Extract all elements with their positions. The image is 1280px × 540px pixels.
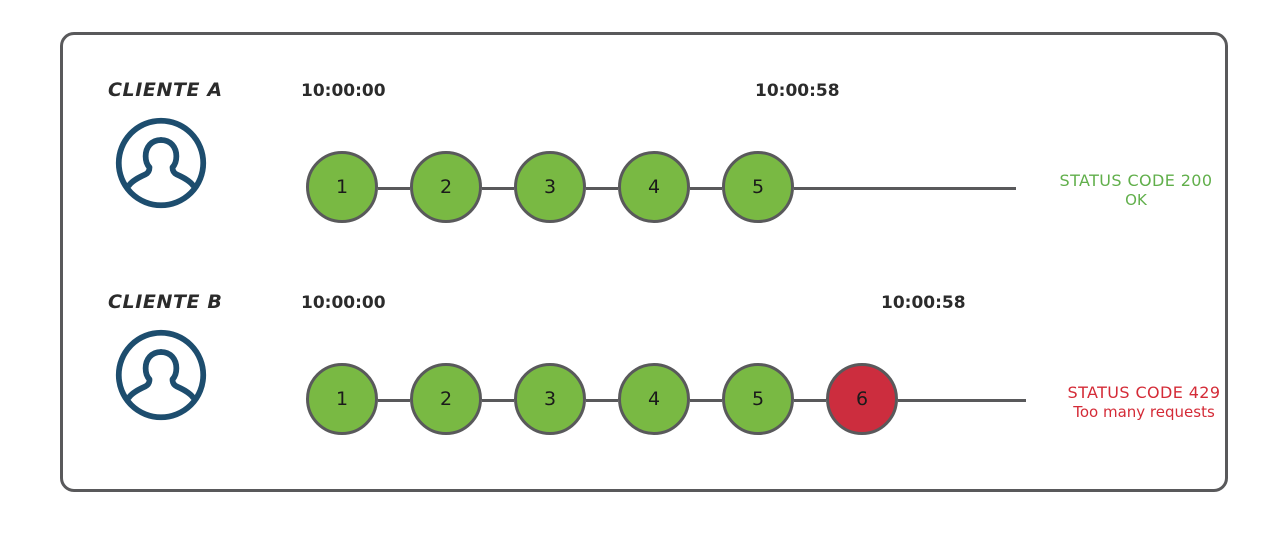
timestamp-start-a: 10:00:00: [301, 81, 386, 101]
request-node-label: 6: [855, 388, 869, 410]
connector-5-6: [794, 399, 826, 402]
request-track-a: 1 2 3 4 5: [63, 143, 1225, 233]
request-track-b: 1 2 3 4 5 6: [63, 355, 1225, 445]
request-node-label: 5: [751, 176, 765, 198]
diagram-frame: CLIENTE A 10:00:00 10:00:58 1 2 3: [60, 32, 1228, 492]
connector-4-5: [690, 187, 722, 190]
request-node-label: 2: [439, 388, 453, 410]
connector-4-5: [690, 399, 722, 402]
request-node-2[interactable]: 2: [410, 151, 482, 223]
status-message-line: Too many requests: [1073, 403, 1215, 421]
request-node-label: 2: [439, 176, 453, 198]
connector-2-3: [482, 399, 514, 402]
request-node-label: 4: [647, 176, 661, 198]
client-label-b: CLIENTE B: [108, 291, 223, 313]
request-node-label: 1: [335, 388, 349, 410]
request-node-4[interactable]: 4: [618, 363, 690, 435]
status-badge-a: STATUS CODE 200 OK: [1021, 171, 1251, 210]
request-node-2[interactable]: 2: [410, 363, 482, 435]
connector-1-2: [378, 399, 410, 402]
connector-3-4: [586, 187, 618, 190]
status-badge-b: STATUS CODE 429 Too many requests: [1029, 383, 1259, 422]
timestamp-end-a: 10:00:58: [755, 81, 840, 101]
status-message-line: OK: [1125, 191, 1147, 209]
request-node-3[interactable]: 3: [514, 151, 586, 223]
connector-6-status: [898, 399, 1026, 402]
timestamp-start-b: 10:00:00: [301, 293, 386, 313]
request-node-1[interactable]: 1: [306, 363, 378, 435]
user-avatar-icon: [113, 327, 209, 423]
request-node-label: 3: [543, 176, 557, 198]
request-node-label: 1: [335, 176, 349, 198]
request-node-1[interactable]: 1: [306, 151, 378, 223]
request-node-4[interactable]: 4: [618, 151, 690, 223]
client-row-cliente-b: CLIENTE B 10:00:00 10:00:58 1 2: [63, 271, 1225, 471]
request-node-5[interactable]: 5: [722, 363, 794, 435]
status-code-line: STATUS CODE 429: [1067, 383, 1221, 402]
client-row-cliente-a: CLIENTE A 10:00:00 10:00:58 1 2 3: [63, 59, 1225, 259]
user-avatar-icon: [113, 115, 209, 211]
request-node-3[interactable]: 3: [514, 363, 586, 435]
request-node-label: 4: [647, 388, 661, 410]
timestamp-end-b: 10:00:58: [881, 293, 966, 313]
request-node-6[interactable]: 6: [826, 363, 898, 435]
client-label-a: CLIENTE A: [108, 79, 223, 101]
request-node-5[interactable]: 5: [722, 151, 794, 223]
connector-1-2: [378, 187, 410, 190]
connector-5-status: [794, 187, 1016, 190]
connector-2-3: [482, 187, 514, 190]
connector-3-4: [586, 399, 618, 402]
request-node-label: 5: [751, 388, 765, 410]
request-node-label: 3: [543, 388, 557, 410]
status-code-line: STATUS CODE 200: [1059, 171, 1213, 190]
